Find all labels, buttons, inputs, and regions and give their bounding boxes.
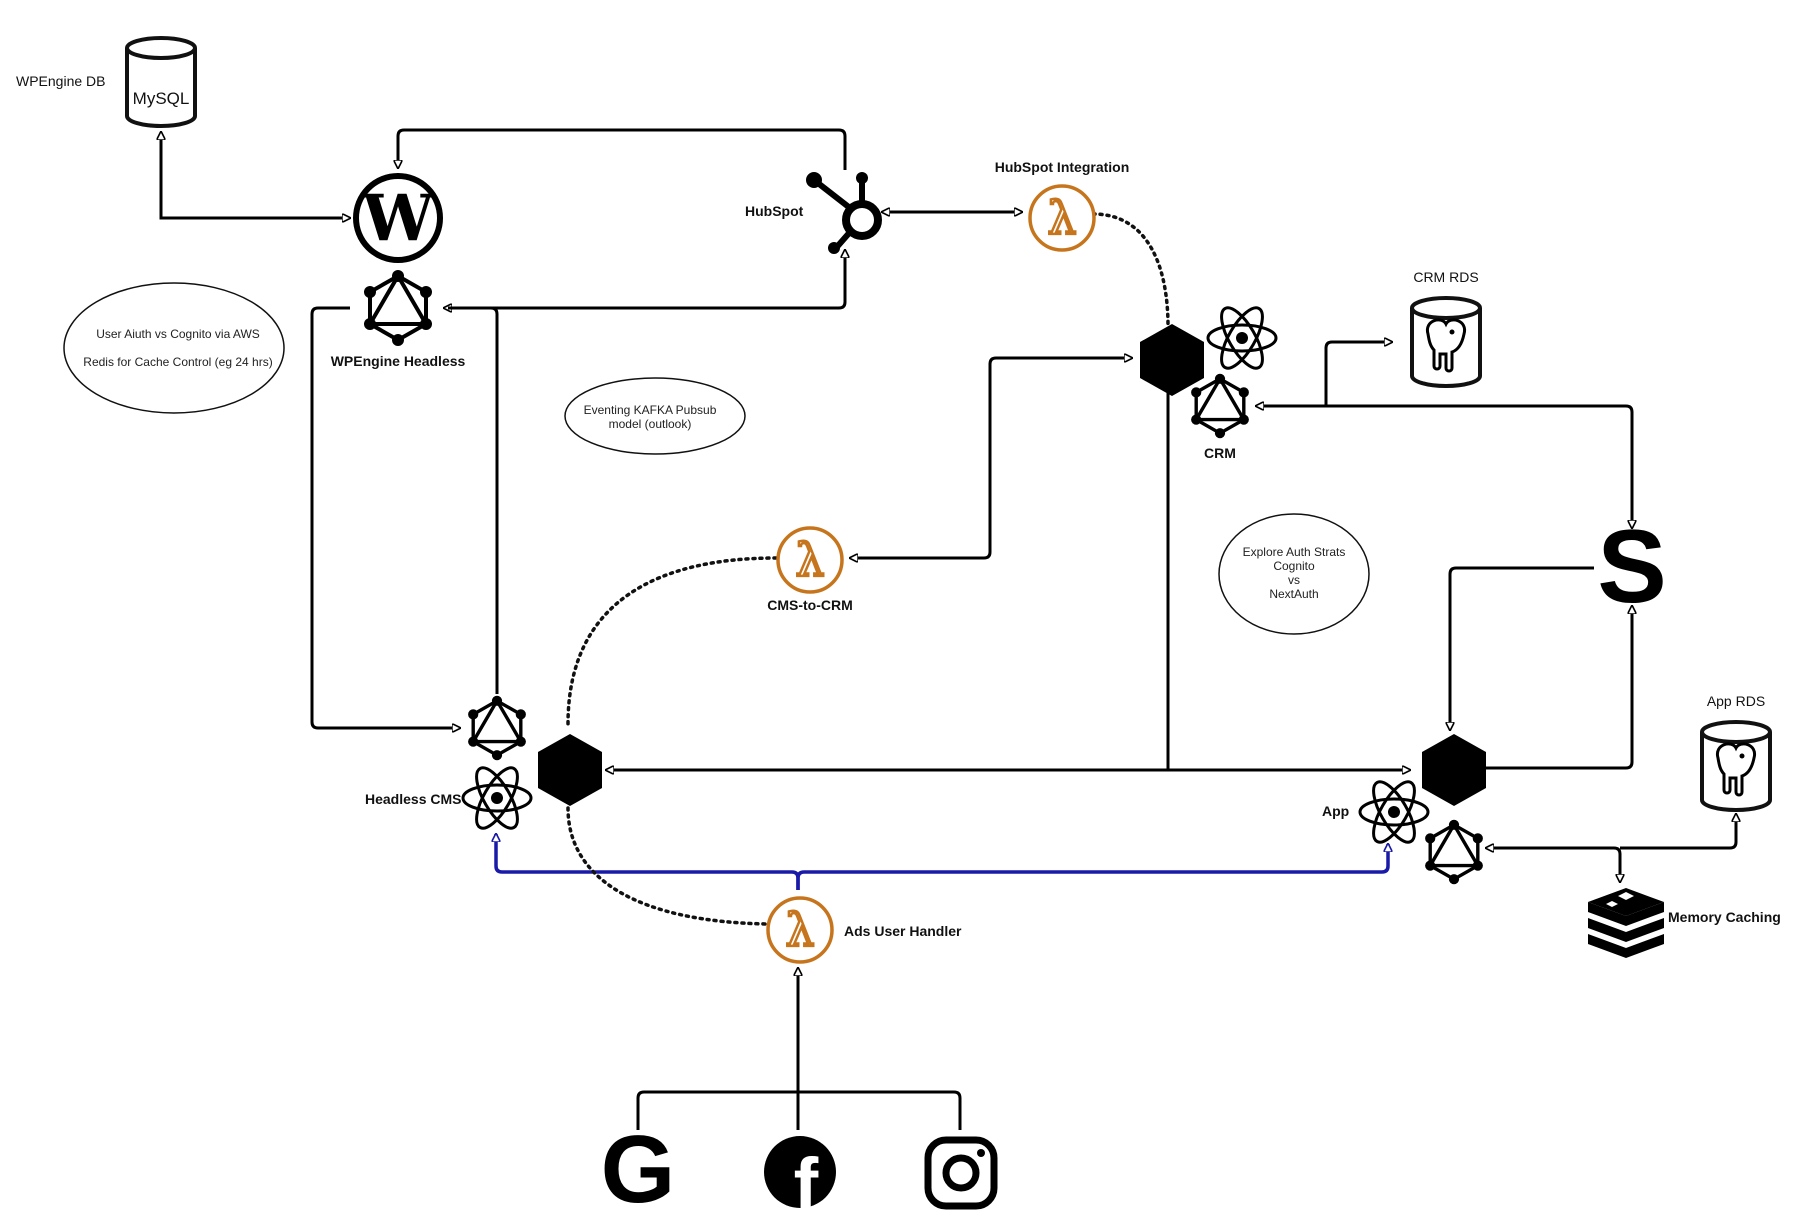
graphql-icon: [1423, 818, 1485, 886]
edge-crm-stripe: [1256, 406, 1632, 528]
hubspot-label: HubSpot: [745, 203, 804, 219]
hexagon-node-icon: [1140, 324, 1204, 396]
wordpress-node[interactable]: W WPEngine Headless: [331, 173, 466, 369]
edge-app-stripe: [1486, 606, 1632, 770]
app-label: App: [1322, 803, 1349, 819]
google-node[interactable]: G: [601, 1116, 676, 1223]
lambda-icon: [776, 526, 844, 594]
edge-ads-app: [796, 844, 1388, 890]
lambda-glyph: λ: [1047, 191, 1076, 245]
edge-ads-cms: [496, 834, 800, 890]
wpengine-db-node[interactable]: MySQL WPEngine DB: [16, 36, 197, 128]
stripe-icon: S: [1597, 509, 1666, 625]
hexagon-node-icon: [1422, 734, 1486, 806]
database-icon: [125, 36, 197, 128]
auth-strats-line2: Cognito: [1273, 559, 1315, 573]
hexagon-node-icon: [538, 734, 602, 806]
app-node[interactable]: App: [1322, 734, 1486, 886]
auth-strats-line1: Explore Auth Strats: [1243, 545, 1346, 559]
dotted-edges: [566, 212, 1170, 926]
edge-cache-rds: [1620, 814, 1736, 850]
cms-to-crm-label: CMS-to-CRM: [767, 597, 853, 613]
edge-crm-rds: [1324, 342, 1392, 406]
ads-user-handler-node[interactable]: λ Ads User Handler: [766, 896, 962, 964]
react-icon: [1206, 300, 1278, 376]
edge-cms-wpheadless: [448, 306, 499, 694]
edge-app-cache: [1486, 848, 1620, 882]
ads-user-handler-label: Ads User Handler: [844, 923, 962, 939]
db-engine-label: MySQL: [133, 89, 190, 108]
instagram-icon: [924, 1136, 998, 1210]
app-rds-label: App RDS: [1707, 693, 1765, 709]
edge-wpheadless-hubspot: [444, 250, 845, 308]
memory-caching-node[interactable]: Memory Caching: [1588, 888, 1781, 958]
kafka-note-line2: model (outlook): [609, 417, 692, 431]
lambda-icon: [1028, 184, 1096, 252]
hubspot-integration-node[interactable]: λ HubSpot Integration: [995, 159, 1130, 252]
lambda-glyph: λ: [795, 533, 824, 587]
react-icon: [1358, 774, 1430, 850]
memory-caching-label: Memory Caching: [1668, 909, 1781, 925]
wpengine-headless-label: WPEngine Headless: [331, 353, 466, 369]
dotted-cms-lambda: [566, 556, 778, 726]
kafka-note: Eventing KAFKA Pubsub model (outlook): [564, 377, 746, 455]
headless-cms-label: Headless CMS: [365, 791, 461, 807]
wordpress-icon: [353, 173, 443, 263]
wpengine-db-label: WPEngine DB: [16, 73, 105, 89]
edge-wpheadless-cms-left: [310, 306, 460, 728]
auth-note-line2: Redis for Cache Control (eg 24 hrs): [83, 355, 272, 369]
dotted-cms-ads: [566, 806, 770, 926]
graphql-icon: [466, 694, 528, 763]
wordpress-glyph: W: [361, 181, 435, 256]
facebook-icon: [764, 1136, 836, 1208]
auth-strats-line3: vs: [1288, 573, 1300, 587]
edge-hubspot-wordpress: [398, 128, 847, 170]
hubspot-node[interactable]: HubSpot: [745, 172, 882, 254]
cms-to-crm-node[interactable]: λ CMS-to-CRM: [767, 526, 853, 613]
facebook-node[interactable]: f: [764, 1136, 836, 1223]
graphql-icon: [1189, 372, 1251, 441]
app-rds-node[interactable]: App RDS: [1700, 693, 1772, 812]
crm-node[interactable]: CRM: [1140, 300, 1278, 461]
facebook-glyph: f: [794, 1143, 819, 1223]
edge-stripe-app: [1450, 566, 1594, 730]
stripe-node[interactable]: S: [1597, 509, 1666, 625]
auth-note-line1: User Aiuth vs Cognito via AWS: [96, 327, 260, 341]
dotted-hubspot-lambda-crm: [1091, 212, 1170, 328]
edge-db-wordpress: [161, 132, 350, 218]
crm-label: CRM: [1204, 445, 1236, 461]
edge-lambda-crm: [850, 358, 1132, 558]
redis-icon: [1588, 888, 1664, 958]
headless-cms-node[interactable]: Headless CMS: [365, 694, 602, 836]
google-icon: G: [601, 1116, 676, 1223]
auth-strats-note: Explore Auth Strats Cognito vs NextAuth: [1218, 513, 1370, 635]
lambda-glyph: λ: [785, 903, 814, 957]
react-icon: [461, 760, 533, 836]
auth-strats-line4: NextAuth: [1269, 587, 1318, 601]
auth-note: User Aiuth vs Cognito via AWS Redis for …: [63, 282, 285, 414]
hubspot-integration-label: HubSpot Integration: [995, 159, 1130, 175]
edges: [161, 128, 1736, 1130]
instagram-node[interactable]: [924, 1136, 998, 1210]
lambda-icon: [766, 896, 834, 964]
kafka-note-line1: Eventing KAFKA Pubsub: [584, 403, 717, 417]
graphql-icon: [362, 268, 434, 348]
hubspot-icon: [806, 172, 882, 254]
crm-rds-node[interactable]: CRM RDS: [1410, 269, 1482, 388]
crm-rds-label: CRM RDS: [1413, 269, 1478, 285]
